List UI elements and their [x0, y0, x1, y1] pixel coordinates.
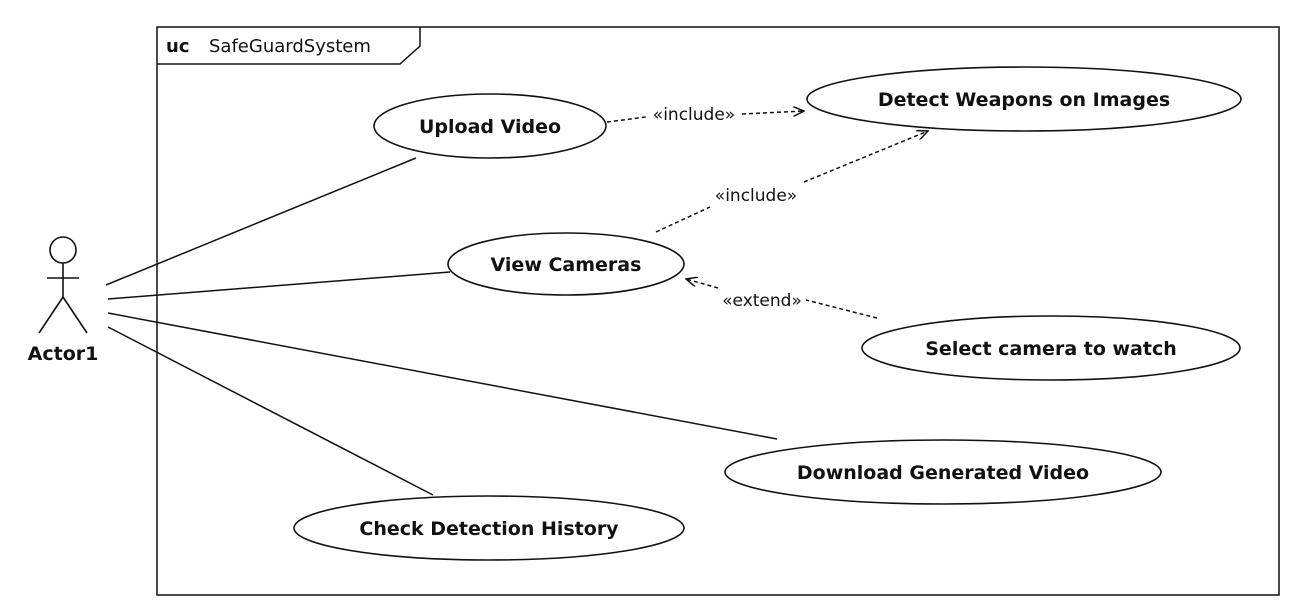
system-frame — [156, 26, 1280, 596]
use-case-ellipse — [861, 315, 1241, 381]
use-case-label: Check Detection History — [359, 518, 619, 540]
assoc-download-video[interactable] — [107, 312, 778, 440]
include-upload-detect-a[interactable] — [606, 116, 647, 123]
actor-label: Actor1 — [28, 343, 99, 365]
use-case-label: Detect Weapons on Images — [878, 89, 1170, 111]
use-case-detect-weapons[interactable]: Detect Weapons on Images — [806, 66, 1242, 132]
include-view-detect-b[interactable] — [803, 131, 928, 183]
actor-leg-right — [62, 296, 88, 334]
include-upload-detect-b[interactable] — [741, 111, 804, 114]
assoc-check-history[interactable] — [107, 326, 434, 496]
use-case-select-camera[interactable]: Select camera to watch — [861, 315, 1241, 381]
use-case-ellipse — [724, 439, 1162, 505]
actor-figure[interactable] — [38, 236, 88, 334]
use-case-download-video[interactable]: Download Generated Video — [724, 439, 1162, 505]
actor-head — [49, 236, 77, 264]
use-case-ellipse — [293, 495, 685, 561]
actor-leg-left — [38, 296, 64, 334]
extend-label-1: «extend» — [722, 291, 802, 311]
include-view-detect-a[interactable] — [655, 206, 711, 233]
use-case-label: View Cameras — [491, 254, 642, 276]
use-case-label: Download Generated Video — [797, 462, 1089, 484]
use-case-ellipse — [373, 93, 607, 159]
use-case-label: Select camera to watch — [925, 338, 1177, 360]
use-case-view-cameras[interactable]: View Cameras — [447, 232, 685, 296]
frame-title: SafeGuardSystem — [209, 36, 371, 57]
use-case-check-history[interactable]: Check Detection History — [293, 495, 685, 561]
assoc-upload-video[interactable] — [105, 157, 417, 286]
use-case-ellipse — [447, 232, 685, 296]
use-case-ellipse — [806, 66, 1242, 132]
assoc-view-cameras[interactable] — [107, 271, 451, 300]
use-case-upload-video[interactable]: Upload Video — [373, 93, 607, 159]
include-label-2: «include» — [715, 186, 797, 206]
use-case-label: Upload Video — [419, 116, 561, 138]
frame-keyword: uc — [166, 36, 189, 57]
extend-select-view-b[interactable] — [686, 279, 719, 289]
extend-select-view-a[interactable] — [805, 299, 878, 319]
include-label-1: «include» — [653, 105, 735, 125]
frame-tab — [157, 27, 421, 65]
